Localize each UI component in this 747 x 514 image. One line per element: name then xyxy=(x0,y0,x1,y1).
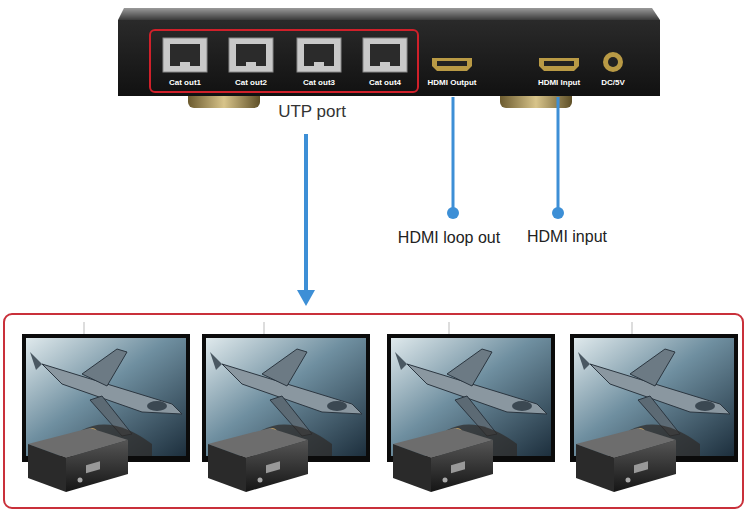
device-front xyxy=(118,20,660,96)
device-top xyxy=(118,8,660,20)
leader-line xyxy=(557,97,560,212)
hdmi-receiver xyxy=(576,428,676,492)
dc-jack xyxy=(603,52,623,72)
leader-line xyxy=(452,97,455,212)
hdmi-port xyxy=(432,58,472,71)
port-label: HDMI Output xyxy=(428,79,477,88)
callout-label: UTP port xyxy=(278,103,346,122)
port-label: Cat out3 xyxy=(303,79,335,88)
rj45-port xyxy=(229,38,273,72)
port-label: Cat out1 xyxy=(169,79,201,88)
leader-dot xyxy=(447,207,459,219)
display-region xyxy=(4,314,743,508)
port-label: Cat out4 xyxy=(369,79,401,88)
arrow-head xyxy=(297,290,315,306)
port-label: Cat out2 xyxy=(235,79,267,88)
port-label: DC/5V xyxy=(601,79,625,88)
port-outline xyxy=(150,30,418,92)
rj45-port xyxy=(297,38,341,72)
rj45-port xyxy=(163,38,207,72)
hdmi-receiver xyxy=(28,428,128,492)
hdmi-port xyxy=(539,58,579,71)
rj45-port xyxy=(363,38,407,72)
callout-label: HDMI loop out xyxy=(398,229,500,247)
callout-label: HDMI input xyxy=(527,228,607,246)
port-label: HDMI Input xyxy=(538,79,580,88)
arrow-line xyxy=(304,134,308,292)
hdmi-receiver xyxy=(393,428,493,492)
hdmi-receiver xyxy=(208,428,308,492)
leader-dot xyxy=(552,207,564,219)
